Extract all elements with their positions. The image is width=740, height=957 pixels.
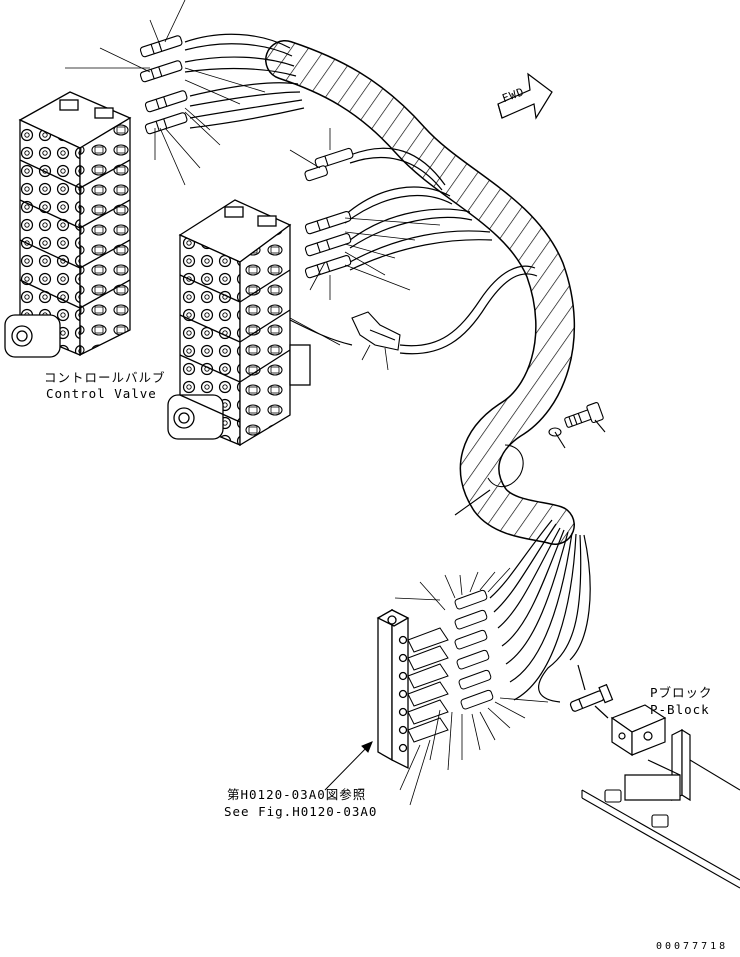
- bolt-washer-clamp: [454, 402, 606, 516]
- label-control-valve-en: Control Valve: [46, 386, 157, 401]
- hoses-fanout-bottom: [489, 519, 591, 703]
- label-see-fig-ja: 第H0120-03A0図参照: [227, 787, 367, 802]
- p-block: [569, 664, 691, 802]
- label-see-fig-en: See Fig.H0120-03A0: [224, 804, 378, 819]
- control-valve-left: [4, 91, 132, 358]
- label-p-block-en: P-Block: [650, 702, 710, 717]
- fwd-arrow-icon: [497, 72, 553, 120]
- leader-lines-left: [65, 0, 266, 186]
- hose-bundle-wrapped: [265, 40, 576, 545]
- hoses-middle-valve: [289, 147, 538, 355]
- manifold-block: [376, 589, 494, 770]
- control-valve-middle: [167, 199, 311, 447]
- hoses-left-valve: [184, 33, 305, 129]
- fittings-top-left: [139, 35, 188, 135]
- leader-lines-manifold: [394, 567, 549, 806]
- reference-arrow: [324, 741, 373, 791]
- label-p-block-ja: Pブロック: [650, 685, 713, 700]
- leader-lines-middle: [289, 128, 441, 371]
- fittings-middle: [304, 147, 401, 351]
- label-control-valve-ja: コントロールバルブ: [44, 370, 166, 385]
- frame-plate: [581, 759, 740, 889]
- drawing-number: 00077718: [656, 941, 729, 952]
